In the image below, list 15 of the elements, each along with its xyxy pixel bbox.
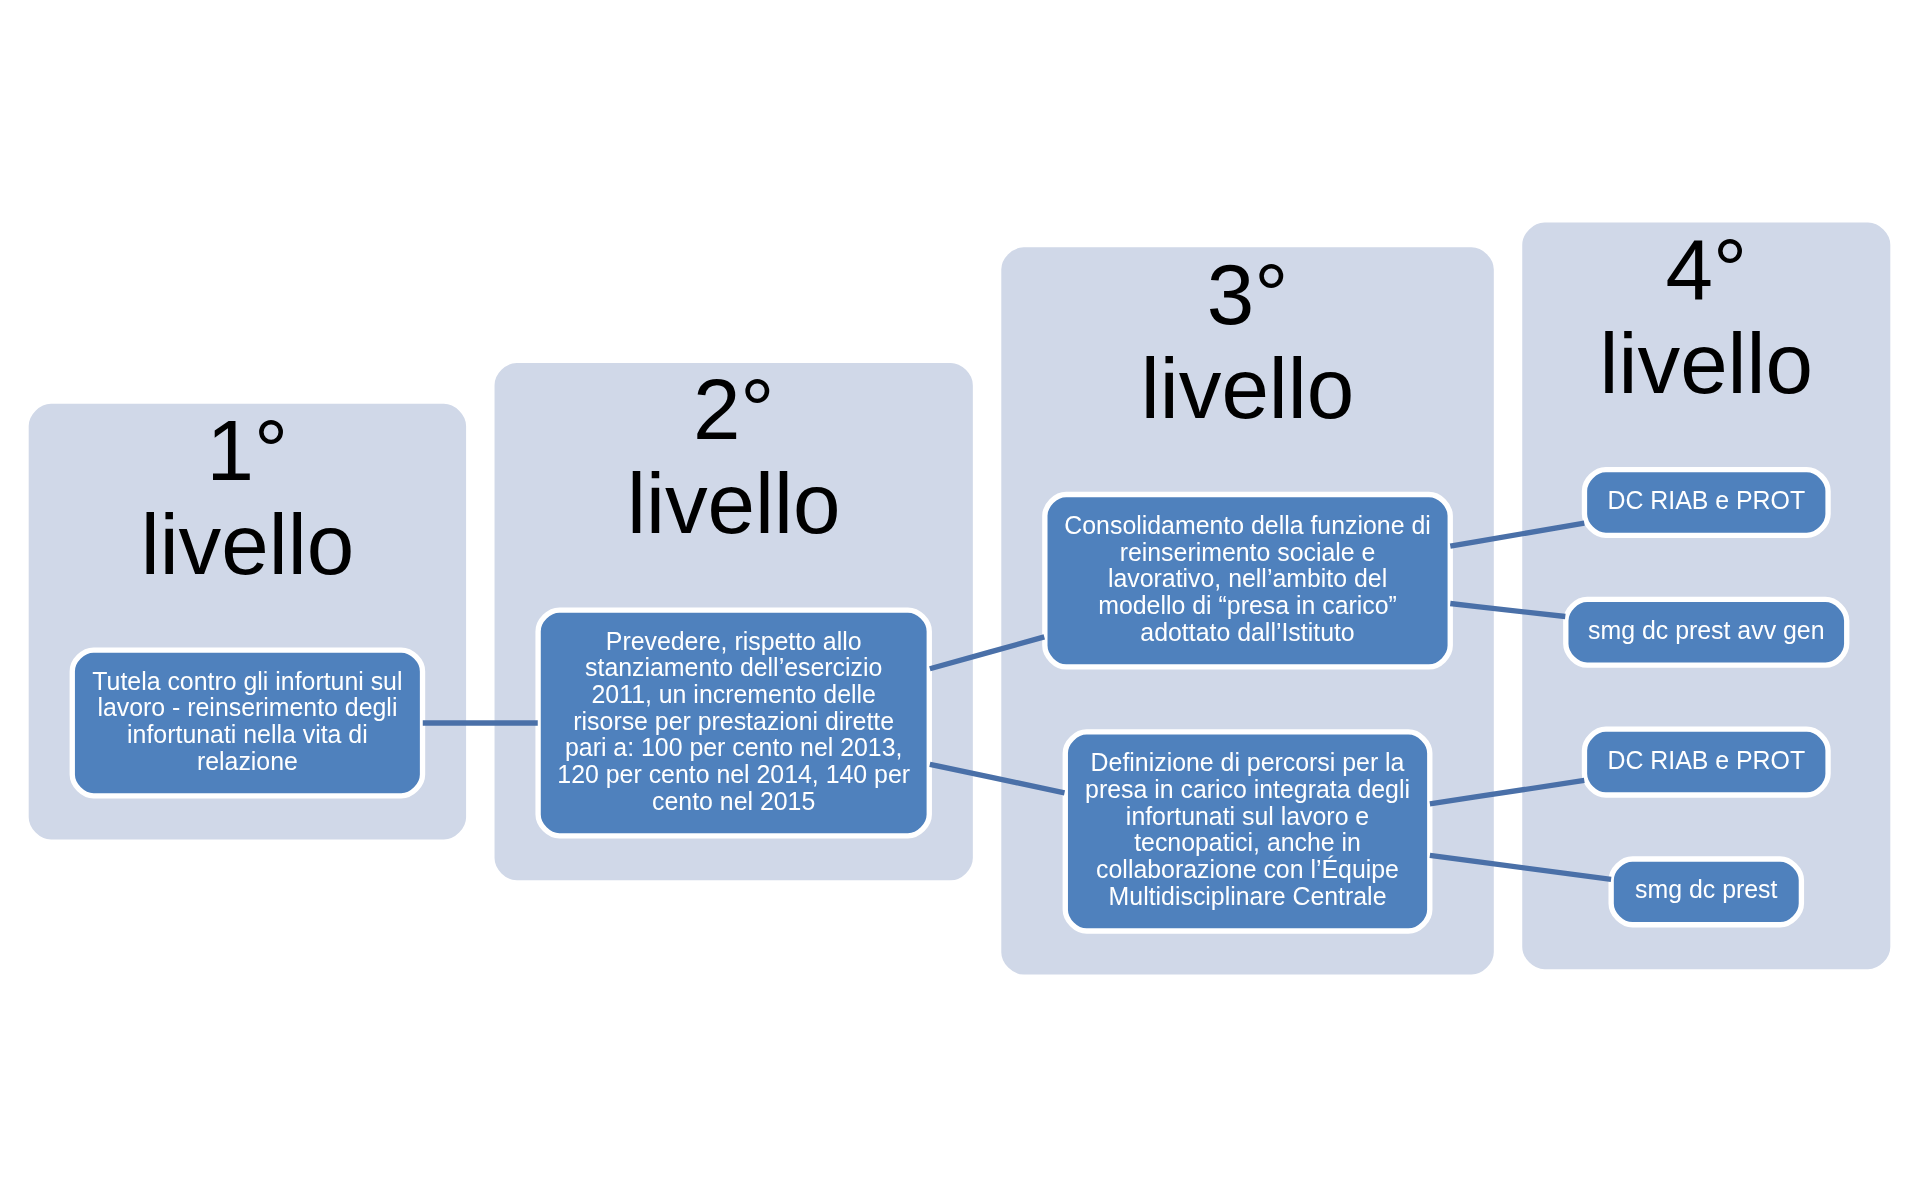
node-box: Consolidamento della funzione di reinserimento sociale e lavorativo, nell’ambito del modello di “presa in carico” adottato dall’Istituto [1042, 491, 1453, 670]
connector [1429, 777, 1585, 807]
node-box: smg dc prest [1608, 855, 1805, 927]
node-box: Definizione di percorsi per la presa in carico integrata degli infortunati sul lavoro e tecnopatici, anche in collaborazione con l’Équipe Multidisciplinare Centrale [1062, 728, 1433, 934]
connector [1429, 852, 1612, 882]
node-box: smg dc prest avv gen [1563, 596, 1850, 668]
connector [929, 633, 1045, 671]
connector [422, 719, 538, 726]
node-box: Tutela contro gli infortuni sul lavoro - reinserimento degli infortunati nella vita di relazione [69, 646, 426, 799]
connector [1450, 600, 1566, 619]
node-box: Prevedere, rispetto allo stanziamento dell’esercizio 2011, un incremento delle risorse per prestazioni dirette pari a: 100 per cento nel 2013, 120 per cento nel 2014, 140 per cento nel 2015 [535, 606, 932, 839]
connector [1449, 520, 1585, 549]
connector [929, 761, 1066, 795]
node-box: DC RIAB e PROT [1581, 726, 1831, 798]
node-box: DC RIAB e PROT [1581, 466, 1831, 538]
